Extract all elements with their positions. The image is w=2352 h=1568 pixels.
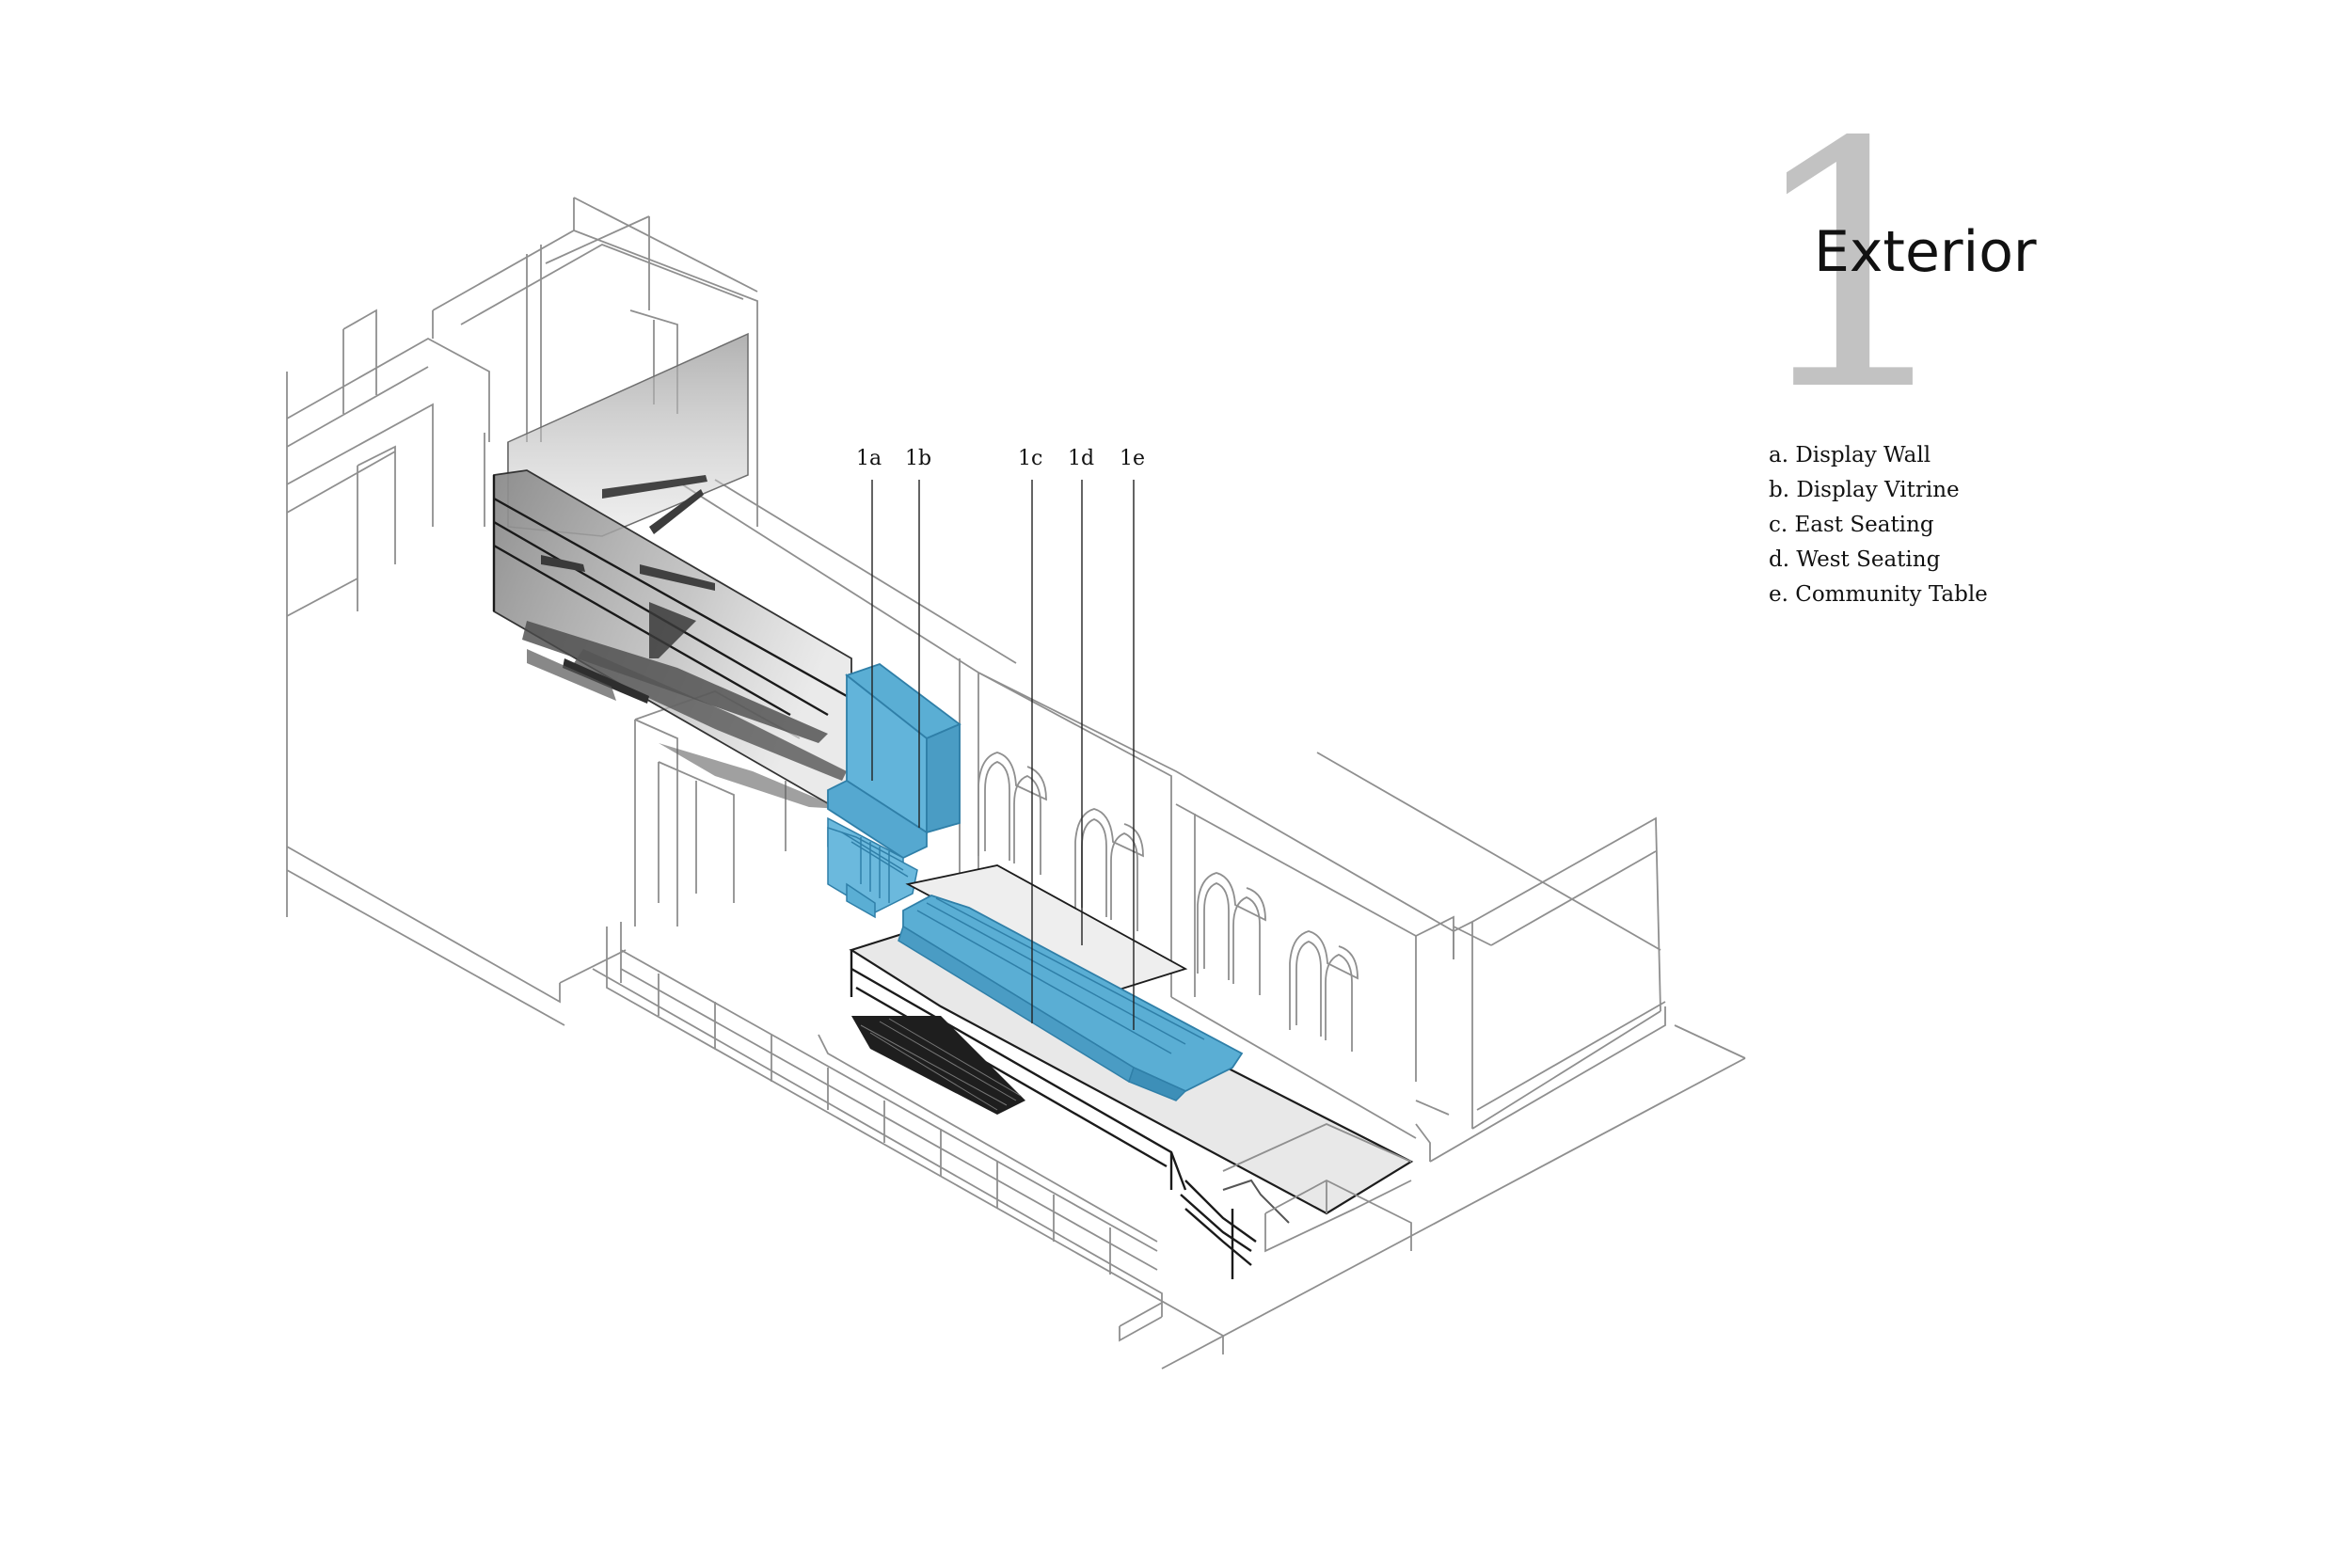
legend: a. Display Wall b. Display Vitrine c. Ea… — [1769, 438, 1988, 612]
display-wall-shading — [492, 332, 852, 810]
callout-label: 1a — [856, 447, 882, 470]
section-number: 1 — [1745, 71, 1962, 465]
gothic-window — [1074, 808, 1144, 931]
display-vitrine — [827, 662, 961, 919]
gothic-window — [1289, 930, 1359, 1052]
legend-item: a. Display Wall — [1769, 443, 1931, 467]
callout-label: 1b — [905, 447, 931, 470]
legend-item: d. West Seating — [1769, 547, 1941, 572]
legend-item: c. East Seating — [1769, 513, 1934, 537]
community-table — [898, 895, 1244, 1101]
legend-item: b. Display Vitrine — [1769, 478, 1960, 502]
callout-1a: 1a — [856, 447, 882, 781]
callout-label: 1e — [1120, 447, 1145, 470]
callout-1e: 1e — [1120, 447, 1145, 1030]
callout-1c: 1c — [1018, 447, 1042, 1023]
gothic-window — [977, 752, 1047, 875]
front-porch-railing — [592, 922, 1746, 1370]
section-title: Exterior — [1814, 219, 2037, 285]
callout-label: 1d — [1068, 447, 1094, 470]
callout-label: 1c — [1018, 447, 1042, 470]
callout-1d: 1d — [1068, 447, 1094, 945]
legend-item: e. Community Table — [1769, 582, 1988, 607]
callout-1b: 1b — [905, 447, 931, 828]
gothic-window — [1197, 872, 1266, 995]
